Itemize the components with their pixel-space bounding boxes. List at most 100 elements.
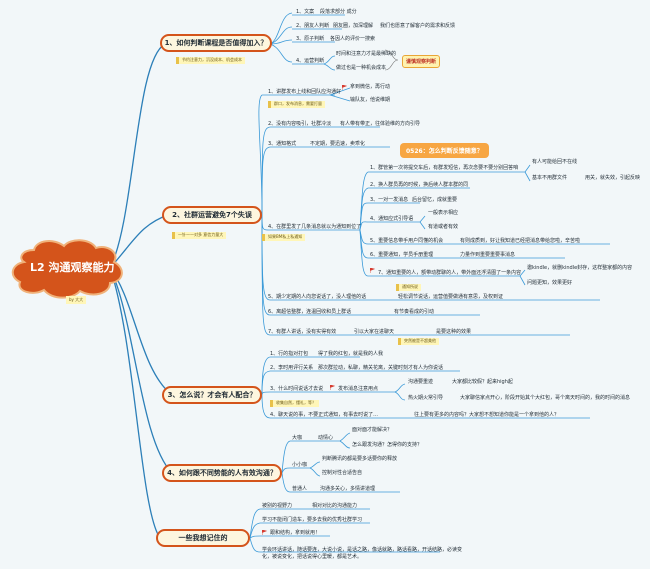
b2-item-1-sub2: 输队友，他说维期 [350, 97, 391, 103]
b5-item-4: 学会环话讲话，随话要连，大说小说，是话之路，像话就路，路话看路，开话结路，必读变… [262, 547, 463, 560]
b4-item-bigshot-a: 面对面才能解决？ [352, 427, 393, 433]
b2-item-7: 7、有群人讲话，没有实得有效 [268, 329, 337, 335]
b1-item-atomic-judge: 3、原子判断 [296, 36, 325, 42]
b2-sub-4: 4、通知应式引导语 [370, 216, 414, 222]
b4-item-small-b: 控制对性合适告自 [322, 470, 363, 476]
b4-item-normal: 普通人 [292, 486, 308, 492]
flag-icon [342, 85, 347, 90]
b2-note3: 突然被是不超美他 [398, 338, 439, 345]
b3-item-4: 4、聊天说的事，不要正式通知，有事去时说了... [270, 412, 378, 418]
b5-item-2: 学习不能闭门造车，要多去我的优秀社群学习 [262, 517, 363, 523]
b2-sub-1-b: 基本不用群文件 [532, 175, 568, 181]
b2-item-5-sub: 轻松调节说话，运营值要做通有意思，及权到证 [398, 294, 504, 300]
b2-sub-2: 2、换人群员再的时候，换后续人群本群的同 [370, 182, 469, 188]
branch-4-title: 4、如何跟不同势能的人有效沟通？ [167, 469, 277, 477]
b2-item-7-sub2: 是要这种的效果 [436, 329, 472, 335]
b5-item-1-sub: 相对对比的沟通能力 [312, 503, 358, 509]
branch-community-mistakes[interactable]: 2、社群运营避免7个失误 [162, 206, 262, 224]
b2-sub-3: 3、一对一发消息 [370, 197, 409, 203]
b2-sub-3-a: 后台留忆，成就重要 [412, 197, 458, 203]
connector-2 [109, 213, 171, 269]
b2-sub-6: 6、重要通知，学员手册重理 [370, 252, 434, 258]
branch-1-note: 节约注意力，沉没成本、机会成本 [176, 57, 245, 64]
b3-item-3: 3、什么时间说话才去说 [270, 386, 324, 392]
b1-item-atomic-judge-sub: 各因人的评价一搜索 [330, 36, 376, 42]
b1-item-copywriting: 1、文案 [296, 9, 315, 15]
b1-item-friend-judge: 2、朋友人判断 [296, 23, 330, 29]
b2-item-7-sub1: 引以大家在进聊天 [354, 329, 395, 335]
connector-4 [109, 267, 173, 474]
b2-item-1-sub1: 拿到微信，再行动 [350, 84, 391, 90]
b2-item-6-sub: 有节奏看成的引动 [394, 309, 435, 315]
b3-item-3-a2: 大家都比较假？起来high起 [452, 379, 513, 385]
b1-item-friend-judge-sub2: 我们也愿意了解客户的需求和反馈 [380, 23, 456, 29]
branch-remember[interactable]: 一些我想记住的 [156, 529, 250, 547]
bracket-1 [384, 49, 399, 71]
b3-item-1: 1、行的指对打包 [270, 351, 309, 357]
b1-item-ops-judge: 4、运营判断 [296, 58, 325, 64]
b2-callout-feedback: 0526：怎么判断反馈随意？ [400, 143, 489, 158]
b2-item-3: 3、通知格式 [268, 141, 297, 147]
b2-sub-5: 5、重要信息带手用户同懂的机会 [370, 238, 444, 244]
branch-different-power[interactable]: 4、如何跟不同势能的人有效沟通？ [162, 464, 282, 482]
branch5-connectors [249, 508, 440, 553]
b3-item-3-sub: 发布消息注意用点 [338, 386, 379, 392]
branch-2-title: 2、社群运营避免7个失误 [172, 211, 252, 219]
b1-item-friend-judge-sub: 朋友圈，加深理解 [333, 23, 374, 29]
branch-2-note: 一针一一对多 意信力量大 [172, 232, 227, 239]
flag-icon [262, 530, 267, 535]
flag-icon [330, 385, 335, 390]
b1-item-ops-sub1: 时间和注意力才是最稀缺的 [336, 51, 397, 57]
b1-item-copywriting-sub: 段落求部分 成分 [320, 9, 357, 15]
b3-item-2: 2、李时用评行关系 [270, 365, 314, 371]
b2-item-2: 2、没有内容吸引，社群冷淡 [268, 121, 332, 127]
b2-item-1: 1、讲群发布上线和回队应沟通好 [268, 89, 342, 95]
b5-item-3: 跟和结构，拿到就用！ [270, 530, 321, 536]
b2-sub-1-c: 用关，就失效，引起反映 [585, 175, 641, 181]
b2-sub-7-b: 问题更知，效果更好 [527, 280, 573, 286]
b4-item-small: 小小咖 [292, 462, 308, 468]
b3-item-2-sub: 那次群拉动，私聊，精关花离，关键时刻才有人为你说话 [318, 365, 444, 371]
root-title: L2 沟通观察能力 [30, 261, 115, 274]
branch2-connectors [258, 87, 610, 336]
connector-1 [109, 43, 166, 269]
b2-sub-1: 1、群管第一次将提交车后，有群发短信，再次念要不要分别回答咱 [370, 165, 519, 171]
b2-sub-7: 7、通知重要的人，额带动群聊的人，带外面还浮清图了一条内容 [378, 270, 522, 276]
b2-item-3-sub: 不定期，要迅速，卖乖化 [310, 141, 366, 147]
b2-item-2-sub: 有人带有带正，往体验维的方向引导 [340, 121, 421, 127]
b3-note: 收集自然，懂礼，等？ [270, 400, 319, 407]
branch-how-to-speak[interactable]: 3、怎么说？才会有人配合？ [162, 386, 262, 404]
b2-sub-6-a: 力量作到重要重要事消息 [460, 252, 516, 258]
branch4-connectors [281, 432, 400, 493]
b4-item-bigshot: 大咖 [292, 435, 303, 441]
b2-item-4-note: 如果BM私上私通知 [262, 234, 306, 241]
b2-item-6: 6、离超信整群，连温回收和员上群话 [268, 309, 352, 315]
b4-item-bigshot-sub: 动情心 [318, 435, 334, 441]
b3-item-3-a: 沟通要重迹 [408, 379, 434, 385]
b2-item-4: 4、在群里发了几条消息就以为通知到位了 [268, 224, 362, 230]
b2-sub-7-a: 邀kindle，就删kindle封存，这样整家都的内容 [527, 265, 633, 271]
root-cloud [11, 239, 123, 299]
branch1-connectors [269, 12, 345, 71]
branch3-connectors [261, 356, 590, 419]
b1-item-ops-sub2: 做过也是一种机会成本 [336, 65, 387, 71]
connector-3 [109, 267, 173, 396]
flag-icon [370, 268, 375, 273]
b4-item-small-a: 判断腾讯的都是要多话要你的释放 [322, 456, 398, 462]
branch-course-judgement[interactable]: 1、如何判断课程是否值得加入？ [160, 34, 272, 52]
b3-item-4-sub: 往上要有更多的内容吗？大家想不想知道你能是一个拿到他的人？ [414, 412, 560, 418]
root-byline: by 大大 [66, 296, 87, 304]
b4-item-bigshot-b: 怎么跟发沟通？怎得你的支持？ [352, 442, 423, 448]
b2-item-1-note: 群口，发布消息，需要打量 [268, 101, 325, 108]
b1-careful-tag: 谨慎观察判断 [402, 55, 441, 68]
b3-item-1-sub: 得了我的红包，就是我的人我 [318, 351, 384, 357]
connector-5 [109, 267, 161, 539]
b3-item-3-b: 热火期火常引导 [408, 395, 444, 401]
branch-1-title: 1、如何判断课程是否值得加入？ [164, 39, 268, 47]
root-connectors [109, 43, 173, 539]
b2-sub-5-a: 有则成质到，好让我知道已经把消息带给您啦，辛苦啦 [460, 238, 581, 244]
b5-item-1: 被别的视野力 [262, 503, 293, 509]
branch-3-title: 3、怎么说？才会有人配合？ [167, 391, 257, 399]
